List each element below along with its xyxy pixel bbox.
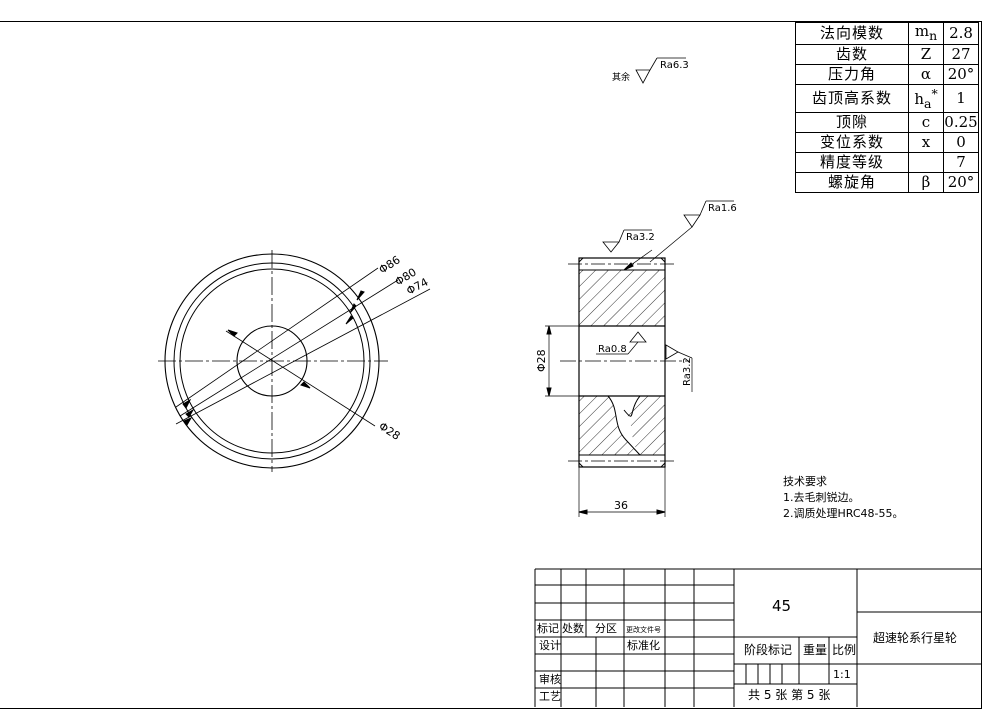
label-mark: 标记 [537,622,559,635]
label-scale: 比例 [832,643,857,657]
param-row: 齿数 Z 27 [795,44,979,65]
arrow-d74 [345,315,354,325]
param-value: 20° [943,64,979,85]
label-width: 36 [614,499,628,512]
label-ra08: Ra0.8 [598,344,627,355]
arrow-d80 [349,303,357,314]
title-block-lines [534,568,981,707]
param-name: 变位系数 [795,132,909,153]
param-symbol [908,152,944,173]
arrow-d28-a [227,329,238,337]
tech-requirements-title: 技术要求 [783,475,827,488]
label-ra32-top: Ra3.2 [626,232,655,243]
param-name: 齿顶高系数 [795,84,909,113]
leader-d74 [175,288,431,425]
param-symbol: mn [908,22,944,45]
label-general-ra: Ra6.3 [660,60,689,71]
label-design: 设计 [539,639,561,652]
gear-parameter-table: 法向模数 mn 2.8 齿数 Z 27 压力角 α 20° 齿顶高系数 ha* … [795,22,979,193]
label-process: 工艺 [539,690,561,703]
param-symbol: Z [908,44,944,65]
label-bore-dia: Φ28 [535,349,548,372]
front-view [158,250,431,472]
tech-requirement-item: 2.调质处理HRC48-55。 [783,507,904,520]
param-name: 顶隙 [795,112,909,133]
material: 45 [772,597,792,615]
tech-requirements: 技术要求 1.去毛刺锐边。 2.调质处理HRC48-55。 [783,474,904,522]
arrow-d80-b [185,408,195,418]
param-row: 精度等级 7 [795,152,979,173]
param-value: 20° [943,172,979,193]
label-change-doc: 更改文件号 [626,626,661,634]
param-value: 0 [943,132,979,153]
param-row: 螺旋角 β 20° [795,172,979,193]
param-symbol: c [908,112,944,133]
arrow-d74-b [183,416,193,426]
param-value: 0.25 [943,112,979,133]
param-name: 法向模数 [795,22,909,45]
param-row: 顶隙 c 0.25 [795,112,979,133]
label-ra16: Ra1.6 [708,203,737,214]
label-weight: 重量 [803,643,828,657]
arrow-d86-b [182,398,192,409]
param-value: 2.8 [943,22,979,45]
param-symbol: α [908,64,944,85]
front-dim-labels: Φ86 Φ80 Φ74 Φ28 [376,253,430,443]
sheet-border [0,21,982,709]
param-value: 1 [943,84,979,113]
arrow-d86 [356,290,365,301]
scale-value: 1:1 [833,668,851,681]
param-symbol: ha* [908,84,944,113]
leader-d80 [179,279,399,417]
part-name: 超速轮系行星轮 [873,631,958,645]
param-value: 7 [943,152,979,173]
param-symbol: β [908,172,944,193]
label-standardize: 标准化 [627,639,660,652]
param-row: 变位系数 x 0 [795,132,979,153]
label-general-prefix: 其余 [612,71,630,83]
label-zone: 分区 [595,622,617,635]
label-review: 审核 [539,673,561,686]
label-stage-mark: 阶段标记 [744,643,793,657]
param-name: 精度等级 [795,152,909,173]
param-row: 压力角 α 20° [795,64,979,85]
section-labels: Ra3.2 Ra1.6 Ra0.8 Ra3.2 Φ28 36 Ra6.3 其余 [535,60,737,512]
arrow-d28-b [300,381,311,389]
param-name: 压力角 [795,64,909,85]
sheet-count: 共 5 张 第 5 张 [748,688,831,702]
leader-d28 [225,330,376,427]
param-name: 螺旋角 [795,172,909,193]
label-ra32-side: Ra3.2 [682,357,693,386]
section-view [545,57,734,517]
param-symbol: x [908,132,944,153]
param-row: 法向模数 mn 2.8 [795,22,979,45]
param-value: 27 [943,44,979,65]
label-d28: Φ28 [376,420,402,443]
param-row: 齿顶高系数 ha* 1 [795,84,979,113]
leader-d86 [175,267,379,408]
tech-requirement-item: 1.去毛刺锐边。 [783,491,860,504]
param-name: 齿数 [795,44,909,65]
label-count: 处数 [562,622,584,635]
